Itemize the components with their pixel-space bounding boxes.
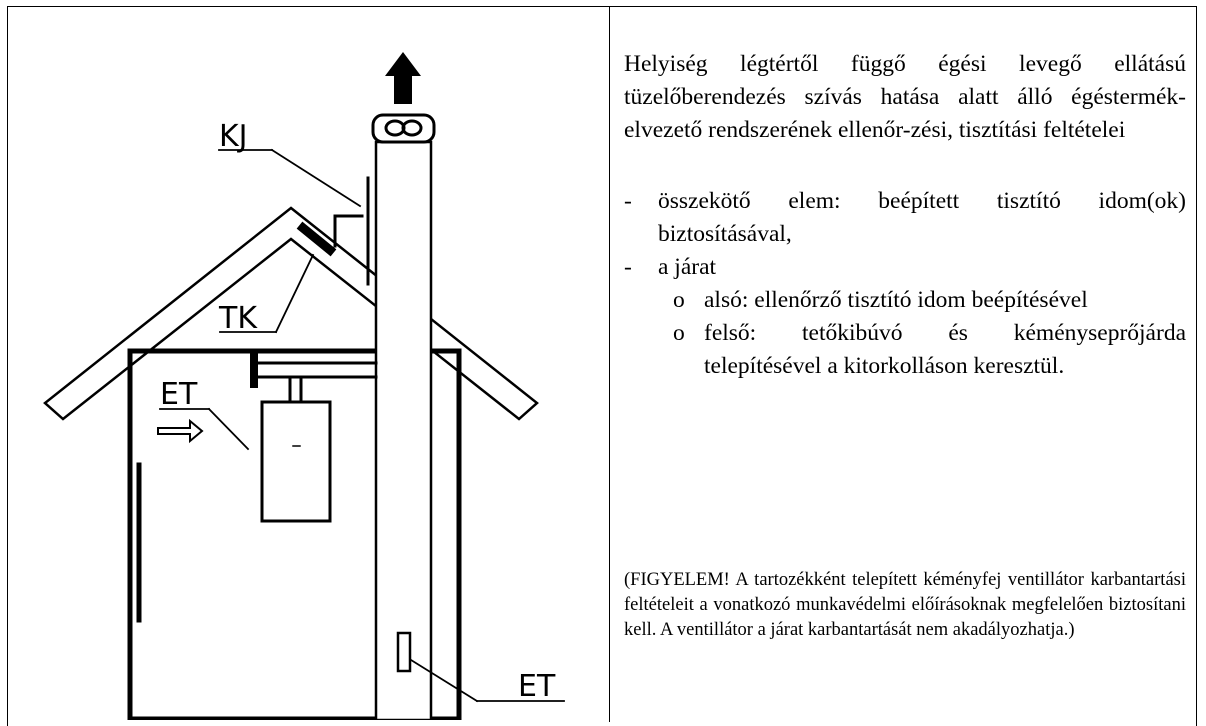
warning-note: (FIGYELEM! A tartozékként telepített kém… bbox=[624, 570, 1186, 640]
dash-marker: - bbox=[624, 188, 632, 214]
label-tk: TK bbox=[218, 301, 258, 336]
boiler bbox=[260, 400, 332, 523]
page-frame bbox=[7, 6, 1197, 726]
label-kj: KJ bbox=[219, 119, 248, 154]
dash-marker: - bbox=[624, 254, 632, 280]
cleaning-door-bottom bbox=[396, 631, 412, 673]
roof-access bbox=[333, 214, 364, 248]
column-divider bbox=[609, 6, 610, 722]
roof-outline bbox=[43, 206, 539, 421]
label-et-top: ET bbox=[160, 377, 198, 412]
skylight bbox=[296, 221, 337, 257]
sub-list-item: o alsó: ellenőrző tisztító idom beépítés… bbox=[624, 284, 1186, 317]
house-chimney-diagram: KJ TK ET ET bbox=[10, 10, 606, 723]
list-item: - összekötő elem: beépített tisztító ido… bbox=[624, 185, 1186, 251]
label-et-bottom: ET bbox=[518, 669, 556, 704]
exhaust-arrow bbox=[385, 52, 421, 104]
sub-list-item: o felső: tetőkibúvó és kéményseprőjárda … bbox=[624, 317, 1186, 383]
list-item-text: a járat bbox=[658, 254, 717, 280]
list-item: - a járat bbox=[624, 251, 1186, 284]
air-inlet-arrow bbox=[157, 418, 204, 444]
circle-marker: o bbox=[673, 320, 685, 346]
sub-list-item-text: felső: tetőkibúvó és kéményseprőjárda te… bbox=[704, 320, 1186, 379]
circle-marker: o bbox=[673, 287, 685, 313]
description-column: Helyiség légtértől függő égési levegő el… bbox=[624, 48, 1186, 383]
requirements-list: - összekötő elem: beépített tisztító ido… bbox=[624, 185, 1186, 383]
list-item-text: összekötő elem: beépített tisztító idom(… bbox=[658, 188, 1186, 247]
sub-list-item-text: alsó: ellenőrző tisztító idom beépítésév… bbox=[704, 287, 1088, 313]
heading-paragraph: Helyiség légtértől függő égési levegő el… bbox=[624, 51, 1186, 143]
